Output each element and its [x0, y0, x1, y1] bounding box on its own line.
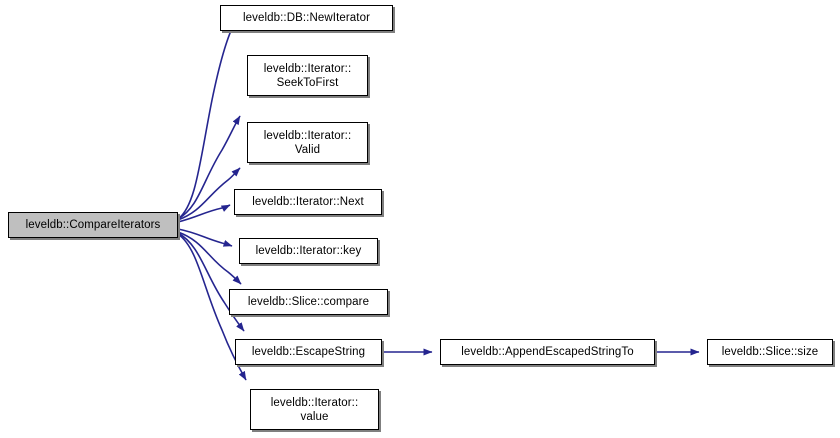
graph-node-append_escaped[interactable]: leveldb::AppendEscapedStringTo — [440, 339, 655, 365]
graph-node-valid[interactable]: leveldb::Iterator:: Valid — [247, 122, 368, 163]
graph-node-next[interactable]: leveldb::Iterator::Next — [234, 189, 382, 215]
graph-node-label: leveldb::Iterator:: SeekToFirst — [263, 62, 352, 89]
graph-edge-root-to-next — [177, 204, 231, 223]
graph-node-label: leveldb::CompareIterators — [25, 219, 161, 231]
graph-node-value[interactable]: leveldb::Iterator:: value — [250, 389, 379, 430]
graph-node-seek_to_first[interactable]: leveldb::Iterator:: SeekToFirst — [247, 55, 368, 96]
graph-node-label: leveldb::EscapeString — [251, 346, 366, 358]
graph-edge-root-to-new_iterator — [177, 23, 235, 220]
graph-node-label: leveldb::Iterator::key — [255, 245, 362, 257]
graph-edge-root-to-seek_to_first — [177, 115, 241, 220]
graph-edge-root-to-key — [177, 228, 233, 247]
graph-edge-root-to-escape_string — [177, 232, 245, 332]
graph-node-label: leveldb::Slice::compare — [247, 296, 370, 308]
graph-node-root[interactable]: leveldb::CompareIterators — [8, 212, 178, 238]
graph-node-label: leveldb::Iterator:: Valid — [263, 129, 352, 156]
graph-node-label: leveldb::AppendEscapedStringTo — [461, 346, 634, 358]
graph-node-new_iterator[interactable]: leveldb::DB::NewIterator — [220, 5, 393, 31]
graph-node-label: leveldb::Iterator::Next — [252, 196, 364, 208]
graph-edge-root-to-valid — [177, 167, 241, 221]
graph-node-label: leveldb::Iterator:: value — [270, 396, 359, 423]
graph-node-label: leveldb::Slice::size — [721, 346, 819, 358]
graph-node-slice_size[interactable]: leveldb::Slice::size — [707, 339, 833, 365]
graph-node-slice_compare[interactable]: leveldb::Slice::compare — [229, 289, 388, 315]
graph-node-label: leveldb::DB::NewIterator — [242, 12, 371, 24]
graph-node-escape_string[interactable]: leveldb::EscapeString — [235, 339, 382, 365]
graph-node-key[interactable]: leveldb::Iterator::key — [239, 238, 378, 264]
graph-edge-root-to-slice_compare — [177, 231, 242, 285]
